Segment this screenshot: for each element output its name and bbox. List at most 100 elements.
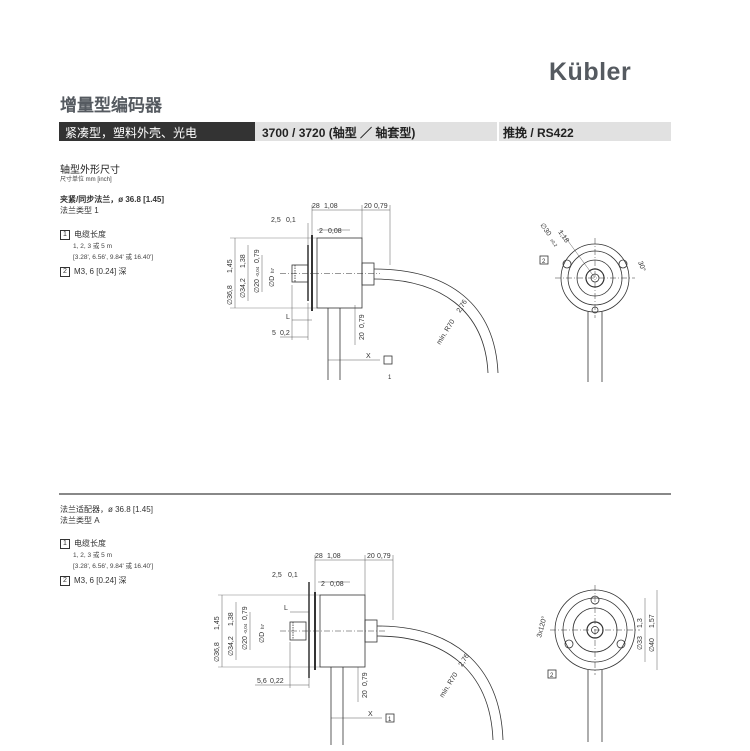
dim-13: 1,3 (637, 618, 644, 628)
dim-h7: h7 (270, 267, 275, 273)
dim-tol: -0,04 (243, 623, 248, 634)
block2-note2: 2 M3, 6 [0.24] 深 (60, 576, 126, 586)
dim-008: 0,08 (328, 228, 342, 235)
cable (373, 268, 499, 374)
encoder-body (316, 237, 363, 309)
note2-label: M3, 6 [0.24] 深 (74, 576, 127, 586)
dim-079c: 0,79 (362, 672, 369, 686)
dim-20: ∅20 (242, 636, 249, 650)
category-label-model: 3700 / 3720 (轴型 ／ 轴套型) (262, 126, 416, 140)
dim-138: 1,38 (228, 612, 235, 626)
dim-079c: 0,79 (359, 314, 366, 328)
dim-145: 1,45 (214, 616, 221, 630)
block2-flange: 法兰适配器，ø 36.8 [1.45] (60, 505, 153, 515)
block1-note1: 1 电缆长度 (60, 230, 106, 240)
drawing1-side-view: 28 1,08 20 0,79 2,5 0,1 2 0,08 1 X 5 0,2… (227, 203, 499, 381)
dim-079a: 0,79 (374, 203, 388, 210)
dim-342: ∅34,2 (240, 278, 247, 298)
dim-118: 1,18 (556, 229, 570, 244)
dim-1: 1 (388, 375, 392, 381)
dim-368: ∅36,8 (214, 642, 221, 662)
block2-note1-inch: [3.28', 6.56', 9.84' 或 16.40'] (73, 563, 154, 570)
dim-L: L (286, 314, 290, 321)
section-title: 轴型外形尺寸 (60, 165, 120, 176)
dim-022: 0,22 (270, 678, 284, 685)
dim-R70: min. R70 (436, 319, 457, 347)
category-label-type: 紧凑型，塑料外壳、光电 (65, 126, 198, 140)
dim-40: ∅40 (649, 638, 656, 652)
block1-note2: 2 M3, 6 [0.24] 深 (60, 267, 126, 277)
cable (376, 625, 504, 741)
block1-note1-values: 1, 2, 3 或 5 m (73, 243, 113, 250)
dim-079a: 0,79 (377, 553, 391, 560)
dim-D: ∅D (259, 632, 266, 643)
dim-079b: 0,79 (254, 249, 261, 263)
block1-note1-inch: [3.28', 6.56', 9.84' 或 16.40'] (73, 254, 154, 261)
dim-28: 28 (315, 553, 323, 560)
dim-20b: 20 (359, 332, 366, 340)
note1-label: 电缆长度 (74, 230, 106, 240)
dim-145: 1,45 (227, 259, 234, 273)
dim-56: 5,6 (257, 678, 267, 685)
dim-33: ∅33 (637, 636, 644, 650)
section-unit: 尺寸单位 mm [inch] (60, 177, 112, 183)
dim-276: 2,76 (456, 299, 469, 314)
dim-138: 1,38 (240, 254, 247, 268)
dim-157: 1,57 (649, 614, 656, 628)
dim-108: 1,08 (327, 553, 341, 560)
note-number-box: 1 (60, 230, 70, 240)
dim-30deg: 30° (636, 260, 647, 273)
dim-368: ∅36,8 (227, 285, 234, 305)
drawing2-front-view: 3x120° ∅33 1,3 ∅40 1,57 2 (535, 585, 658, 742)
note-number-box: 2 (60, 267, 70, 277)
note-number-box: 1 (60, 539, 70, 549)
block2-flange-text: 法兰适配器，ø 36.8 [1.45] (60, 505, 153, 514)
dim-008: 0,08 (330, 581, 344, 588)
dim-01: 0,1 (288, 572, 298, 579)
dim-02: 0,2 (280, 330, 290, 337)
dim-2num: 2 (550, 673, 554, 679)
dim-276: 2,76 (458, 653, 471, 668)
dim-20: ∅20 (254, 279, 261, 293)
dim-28: 28 (312, 203, 320, 210)
dim-X: X (368, 711, 373, 718)
block2-note1-values: 1, 2, 3 或 5 m (73, 552, 113, 559)
dim-X: X (366, 353, 371, 360)
dim-01: 0,1 (286, 217, 296, 224)
drawing2-side-view: 28 1,08 20 0,79 2,5 0,1 2 0,08 L 5,6 0,2… (214, 553, 504, 745)
dim-108: 1,08 (324, 203, 338, 210)
dim-L: L (284, 605, 288, 612)
dim-20b: 20 (362, 690, 369, 698)
page-title: 增量型编码器 (60, 96, 162, 115)
dim-20a: 20 (364, 203, 372, 210)
dim-2: 2 (319, 228, 323, 235)
block1-flange: 夹紧/同步法兰，ø 36.8 [1.45] (60, 195, 164, 205)
dim-20a: 20 (367, 553, 375, 560)
dim-079b: 0,79 (242, 606, 249, 620)
drawing1-front-view: ∅30 ±0,2 1,18 30° 2 (538, 222, 647, 382)
dim-h7: h7 (260, 623, 265, 629)
category-label-output: 推挽 / RS422 (503, 126, 574, 140)
category-bar-separator (497, 122, 499, 141)
dim-30: ∅30 (538, 222, 552, 237)
dim-25: 2,5 (271, 217, 281, 224)
block2-flange-type: 法兰类型 A (60, 516, 100, 525)
dim-D: ∅D (269, 276, 276, 287)
note-number-box: 2 (60, 576, 70, 586)
dim-tol: -0,04 (255, 266, 260, 277)
note2-label: M3, 6 [0.24] 深 (74, 267, 127, 277)
block1-flange-text: 夹紧/同步法兰，ø 36.8 [1.45] (60, 195, 165, 204)
category-bar-dark-segment (59, 122, 255, 141)
dim-1: 1 (388, 717, 392, 723)
block1-flange-type: 法兰类型 1 (60, 206, 99, 215)
section-divider (59, 493, 671, 495)
dim-5: 5 (272, 330, 276, 337)
note1-label: 电缆长度 (74, 539, 106, 549)
block2-note1: 1 电缆长度 (60, 539, 106, 549)
dim-2num: 2 (542, 259, 546, 265)
dim-25: 2,5 (272, 572, 282, 579)
dim-3x120: 3x120° (535, 615, 548, 638)
dim-R70: min. R70 (439, 672, 460, 700)
dim-342: ∅34,2 (228, 636, 235, 656)
dim-2: 2 (321, 581, 325, 588)
